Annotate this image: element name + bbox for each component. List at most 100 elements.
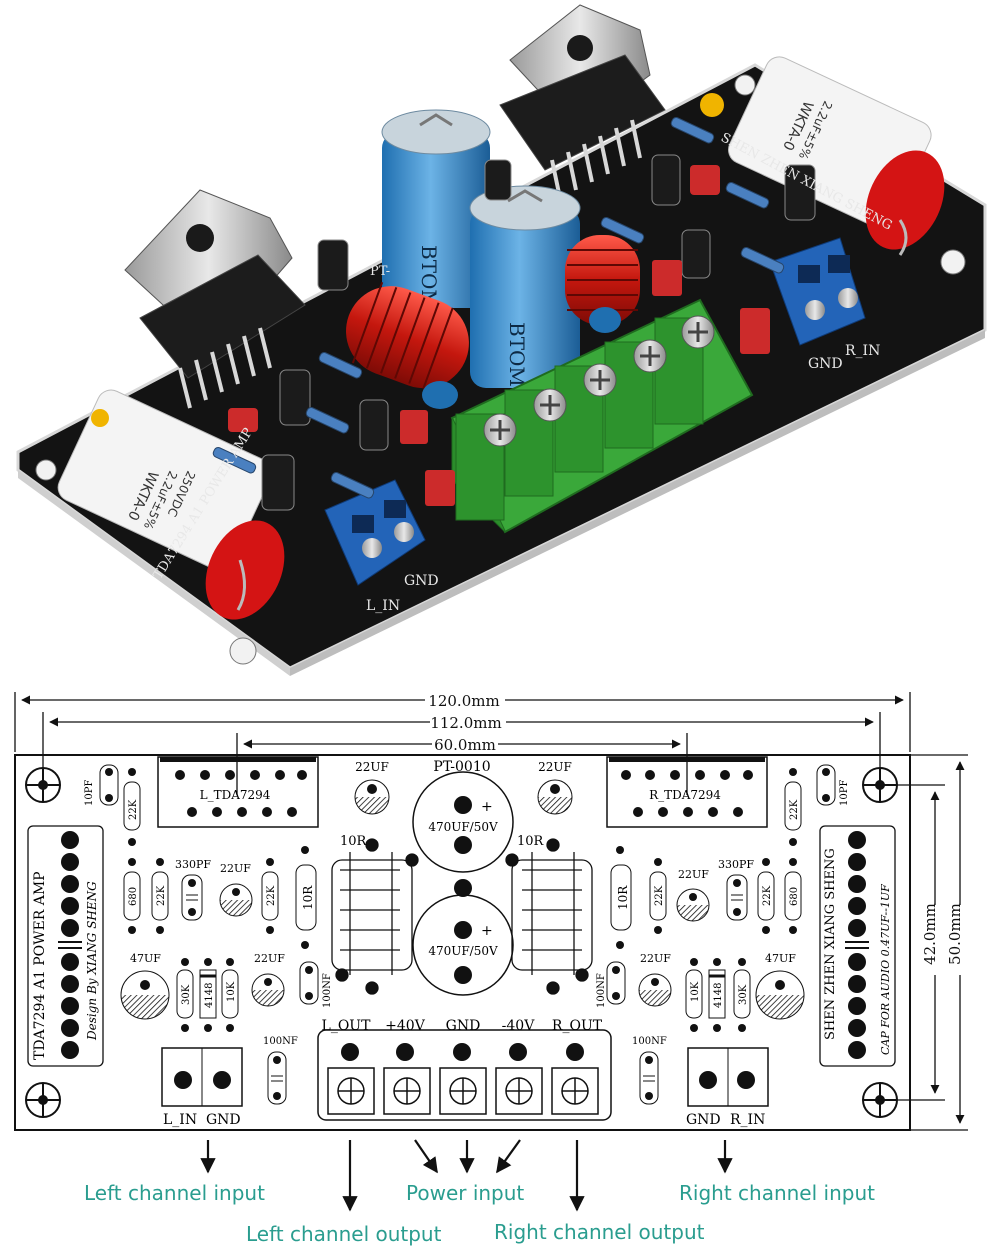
label-right-channel-output: Right channel output	[494, 1220, 705, 1244]
annotation-arrows	[200, 1139, 733, 1212]
left-in-label: L_IN	[163, 1112, 197, 1128]
photo-label-r-in: R_IN	[845, 343, 880, 359]
pcb-layout-drawing: 120.0mm 112.0mm 60.0mm 42.0mm 50.0mm	[14, 690, 970, 1246]
photo-right-chip	[499, 4, 666, 199]
svg-text:22UF: 22UF	[538, 760, 572, 774]
svg-text:10K: 10K	[690, 981, 701, 1002]
board-code: PT-0010	[433, 759, 490, 775]
svg-text:22UF: 22UF	[640, 952, 671, 965]
photo-small-components	[91, 93, 816, 511]
photo-film-capacitors: WKTA-0 2.2uF±5% 250VDC WKTA-0 2.2uF±5%	[57, 56, 945, 620]
right-in-label: R_IN	[730, 1112, 765, 1128]
dim-height-outer: 50.0mm	[946, 903, 964, 965]
svg-text:100NF: 100NF	[596, 973, 607, 1008]
svg-text:680: 680	[128, 887, 139, 906]
right-coil-label: 10R	[517, 834, 545, 849]
left-chip-label: L_TDA7294	[200, 788, 271, 802]
board-outline	[14, 754, 911, 1131]
label-left-channel-input: Left channel input	[84, 1181, 265, 1205]
dim-width-holes: 112.0mm	[430, 714, 501, 732]
photo-mounting-holes	[35, 74, 966, 665]
svg-text:10K: 10K	[226, 981, 237, 1002]
output-terminal-block: L_OUT +40V GND -40V R_OUT	[317, 1018, 612, 1121]
board-photo: BTOM BTOM	[16, 4, 987, 676]
photo-power-terminal-block	[450, 298, 754, 534]
dim-width-chips: 60.0mm	[434, 736, 496, 754]
photo-label-l-in: L_IN	[366, 598, 400, 614]
photo-label-l-gnd: GND	[404, 573, 439, 589]
dimension-labels: 120.0mm 112.0mm 60.0mm 42.0mm 50.0mm	[425, 690, 970, 975]
left-vertical-title: TDA7294 A1 POWER AMP	[32, 871, 48, 1060]
svg-text:22K: 22K	[789, 799, 800, 820]
terminal-label-neg40: -40V	[502, 1018, 536, 1034]
photo-label-r-gnd: GND	[808, 356, 843, 372]
svg-text:10PF: 10PF	[84, 780, 95, 806]
photo-output-coils	[346, 235, 640, 409]
svg-text:22K: 22K	[654, 885, 665, 906]
svg-text:22UF: 22UF	[254, 952, 285, 965]
svg-text:330PF: 330PF	[175, 858, 211, 871]
left-coil-label: 10R	[340, 834, 368, 849]
svg-text:22UF: 22UF	[355, 760, 389, 774]
svg-text:47UF: 47UF	[130, 952, 161, 965]
svg-text:330PF: 330PF	[718, 858, 754, 871]
left-input-terminal: L_IN GND	[161, 1047, 243, 1128]
right-components: 10PF 22K 680 22K 330PF 22UF 22K 10R 47UF	[596, 764, 850, 1105]
dim-height-holes: 42.0mm	[921, 903, 939, 965]
annotation-labels: Left channel input Left channel output P…	[84, 1181, 875, 1246]
svg-text:22K: 22K	[156, 885, 167, 906]
left-coil-footprint	[331, 838, 419, 995]
terminal-label-l-out: L_OUT	[322, 1018, 372, 1034]
terminal-label-gnd: GND	[446, 1018, 481, 1034]
svg-text:680: 680	[789, 887, 800, 906]
photo-right-input-terminal	[769, 237, 866, 346]
svg-text:22UF: 22UF	[678, 868, 709, 881]
svg-text:47UF: 47UF	[765, 952, 796, 965]
svg-text:4148: 4148	[204, 983, 215, 1008]
left-gnd-label: GND	[206, 1112, 241, 1128]
svg-text:100NF: 100NF	[263, 1036, 298, 1047]
left-chip-footprint: L_TDA7294	[157, 756, 319, 828]
svg-text:22K: 22K	[762, 885, 773, 906]
svg-text:22UF: 22UF	[220, 862, 251, 875]
svg-text:100NF: 100NF	[632, 1036, 667, 1047]
svg-text:100NF: 100NF	[322, 973, 333, 1008]
right-coil-footprint	[505, 838, 593, 995]
photo-label-board-code: PT-	[370, 264, 390, 279]
right-side-panel: SHEN ZHEN XIANG SHENG CAP FOR AUDIO 0.47…	[819, 825, 896, 1067]
label-power-input: Power input	[406, 1181, 524, 1205]
label-right-channel-input: Right channel input	[679, 1181, 875, 1205]
right-vertical-brand: SHEN ZHEN XIANG SHENG	[823, 848, 838, 1040]
photo-left-chip	[124, 189, 306, 409]
svg-text:22K: 22K	[266, 885, 277, 906]
label-left-channel-output: Left channel output	[246, 1222, 442, 1246]
cap-22uf-top-right: 22UF	[537, 760, 573, 815]
svg-text:+: +	[481, 799, 493, 815]
left-vertical-design: Design By XIANG SHENG	[85, 881, 99, 1041]
svg-text:10PF: 10PF	[839, 780, 850, 806]
right-chip-label: R_TDA7294	[649, 788, 721, 802]
terminal-label-r-out: R_OUT	[552, 1018, 603, 1034]
svg-text:10R: 10R	[616, 885, 630, 910]
left-components: 10PF 22K 680 22K 330PF 22UF	[84, 764, 333, 1105]
terminal-label-pos40: +40V	[385, 1018, 426, 1034]
right-chip-footprint: R_TDA7294	[606, 756, 768, 828]
left-side-panel: TDA7294 A1 POWER AMP Design By XIANG SHE…	[27, 825, 104, 1067]
big-capacitor-bottom: + 470UF/50V	[412, 894, 514, 996]
svg-text:10R: 10R	[301, 885, 315, 910]
big-capacitor-top: + 470UF/50V	[412, 771, 514, 873]
svg-text:30K: 30K	[738, 984, 749, 1005]
big-cap-top-label: 470UF/50V	[428, 820, 498, 834]
svg-text:30K: 30K	[181, 984, 192, 1005]
big-cap-bottom-label: 470UF/50V	[428, 944, 498, 958]
cap-22uf-top-left: 22UF	[354, 760, 390, 815]
svg-text:4148: 4148	[713, 983, 724, 1008]
right-gnd-label: GND	[686, 1112, 721, 1128]
right-vertical-note: CAP FOR AUDIO 0.47UF--1UF	[879, 884, 892, 1055]
svg-text:22K: 22K	[128, 799, 139, 820]
right-input-terminal: GND R_IN	[686, 1047, 769, 1128]
svg-text:+: +	[481, 923, 493, 939]
dim-width-outer: 120.0mm	[428, 692, 499, 710]
layout-mounting-holes	[25, 767, 898, 1118]
